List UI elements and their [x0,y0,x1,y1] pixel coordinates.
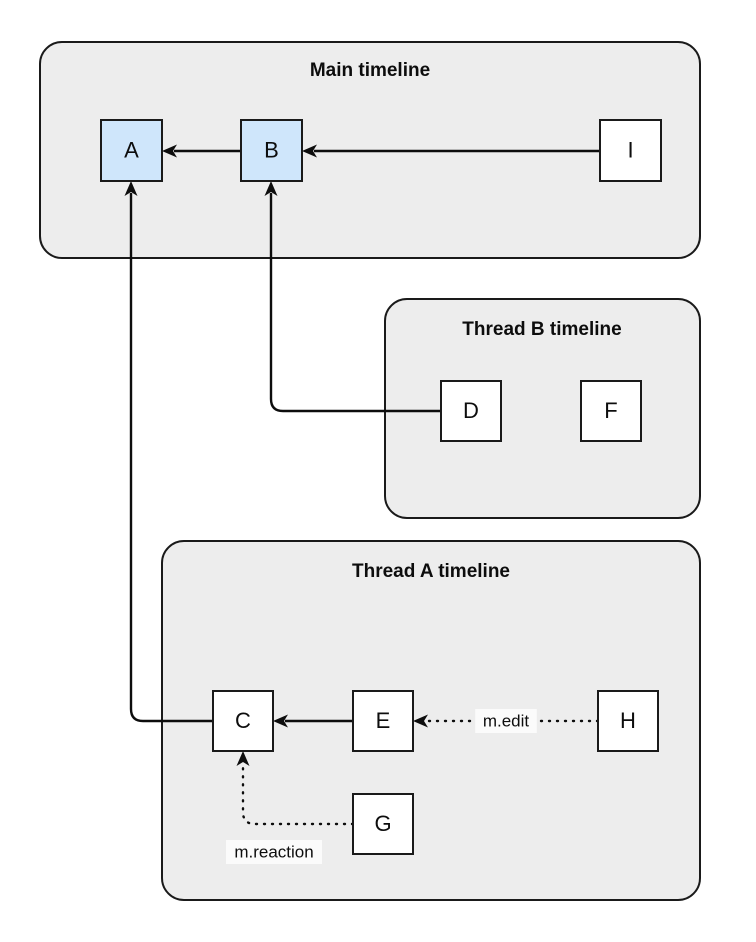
event-node-box[interactable] [352,793,414,855]
timeline-group-threadB: Thread B timeline [384,298,701,519]
edge-I-to-B [302,144,600,158]
event-node-label: B [264,137,279,162]
event-node-box[interactable] [100,119,163,182]
event-node-G[interactable]: G [352,793,414,855]
edges-layer [124,144,600,826]
timeline-group-box [384,298,701,519]
edge-C-to-A [124,181,213,723]
event-node-I[interactable]: I [599,119,662,182]
edge-label-backdrop [475,709,537,733]
event-node-box[interactable] [212,690,274,752]
edge-line-solid [269,193,441,413]
event-node-label: E [376,708,391,733]
edge-labels-layer: m.edit m.reaction [226,709,537,864]
edge-G-to-C [236,751,355,826]
event-node-E[interactable]: E [352,690,414,752]
event-node-box[interactable] [240,119,303,182]
event-node-label: C [235,708,251,733]
event-node-F[interactable]: F [580,380,642,442]
arrowhead-icon [162,144,177,158]
arrowhead-icon [413,714,428,728]
timeline-group-title: Thread B timeline [462,319,621,340]
timeline-group-title: Thread A timeline [352,561,510,582]
edge-D-to-B [264,181,441,413]
edge-line-dotted [241,761,355,826]
event-node-H[interactable]: H [597,690,659,752]
edge-label-backdrop [226,840,322,864]
event-node-label: G [374,811,391,836]
edge-H-to-E [413,714,600,728]
edge-label-H-E: m.edit [475,709,537,733]
event-node-label: I [627,137,633,162]
event-node-label: F [604,398,617,423]
arrowhead-icon [236,751,250,766]
event-node-label: A [124,137,139,162]
event-node-box[interactable] [580,380,642,442]
event-node-B[interactable]: B [240,119,303,182]
edge-label-text: m.reaction [234,842,313,861]
edge-line-solid [129,193,213,723]
event-node-A[interactable]: A [100,119,163,182]
arrowhead-icon [302,144,317,158]
event-node-box[interactable] [440,380,502,442]
event-nodes-layer: A B I D F C E H G [100,119,662,855]
arrowhead-icon [264,181,278,196]
event-node-box[interactable] [597,690,659,752]
event-node-label: D [463,398,479,423]
edge-label-G-C: m.reaction [226,840,322,864]
event-node-label: H [620,708,636,733]
event-node-box[interactable] [599,119,662,182]
arrowhead-icon [273,714,288,728]
event-node-box[interactable] [352,690,414,752]
arrowhead-icon [124,181,138,196]
edge-E-to-C [273,714,353,728]
edge-B-to-A [162,144,241,158]
event-node-D[interactable]: D [440,380,502,442]
timeline-group-title: Main timeline [310,60,430,81]
event-node-C[interactable]: C [212,690,274,752]
edge-label-text: m.edit [483,711,530,730]
